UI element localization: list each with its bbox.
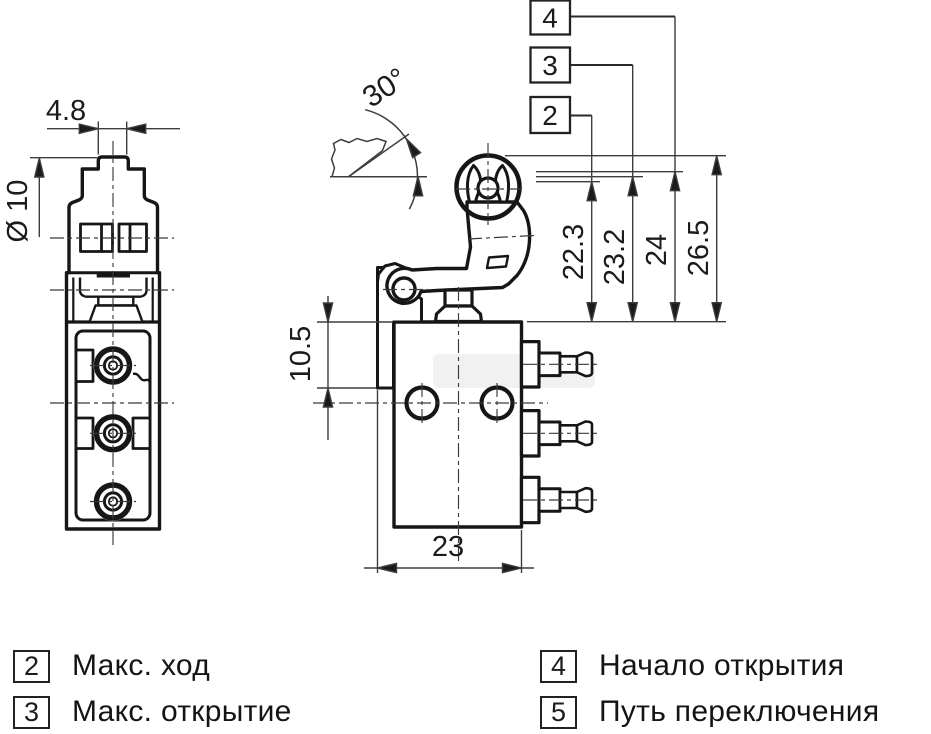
angle-construction bbox=[330, 108, 427, 210]
callout-3-num: 3 bbox=[542, 50, 558, 81]
dim-total: 26.5 bbox=[683, 220, 715, 276]
cam-phantom bbox=[330, 137, 387, 178]
valve-body bbox=[392, 320, 524, 529]
dim-offset: 10.5 bbox=[285, 326, 317, 382]
lever-tab bbox=[485, 254, 510, 270]
callout-4-num: 4 bbox=[542, 3, 558, 34]
legend-box-2: 2 bbox=[13, 649, 50, 683]
dim-travel: 22.3 bbox=[558, 224, 590, 280]
centerlines bbox=[50, 141, 601, 562]
legend-item-3: 3 Макс. открытие bbox=[13, 695, 292, 729]
callout-2-num: 2 bbox=[542, 100, 558, 131]
dim-diameter: Ø 10 bbox=[2, 180, 34, 243]
legend-box-3: 3 bbox=[13, 695, 50, 729]
dim-body-width: 23 bbox=[432, 531, 464, 563]
clevis-prong-left bbox=[465, 164, 483, 204]
legend-label-3: Макс. открытие bbox=[72, 695, 292, 728]
callout-box-3 bbox=[529, 46, 572, 84]
legend-item-5: 5 Путь переключения bbox=[540, 695, 879, 729]
legend-label-5: Путь переключения bbox=[599, 695, 880, 728]
callout-box-4 bbox=[529, 0, 572, 36]
legend-item-4: 4 Начало открытия bbox=[540, 649, 844, 683]
dimensions bbox=[30, 15, 726, 574]
legend-box-4: 4 bbox=[540, 649, 577, 683]
legend-label-2: Макс. ход bbox=[72, 649, 211, 682]
legend-box-5: 5 bbox=[540, 695, 577, 729]
roller-lever bbox=[385, 200, 532, 305]
side-view bbox=[376, 153, 595, 529]
dim-plunger-width: 4.8 bbox=[46, 95, 86, 127]
callout-boxes bbox=[529, 0, 572, 135]
dim-angle: 30° bbox=[357, 62, 413, 114]
callout-box-2 bbox=[529, 95, 572, 135]
dim-opening-start: 24 bbox=[641, 234, 673, 266]
clevis-prong-right bbox=[493, 164, 511, 204]
dim-max-opening: 23.2 bbox=[599, 229, 631, 285]
legend-item-2: 2 Макс. ход bbox=[13, 649, 210, 683]
legend-label-4: Начало открытия bbox=[599, 649, 845, 682]
